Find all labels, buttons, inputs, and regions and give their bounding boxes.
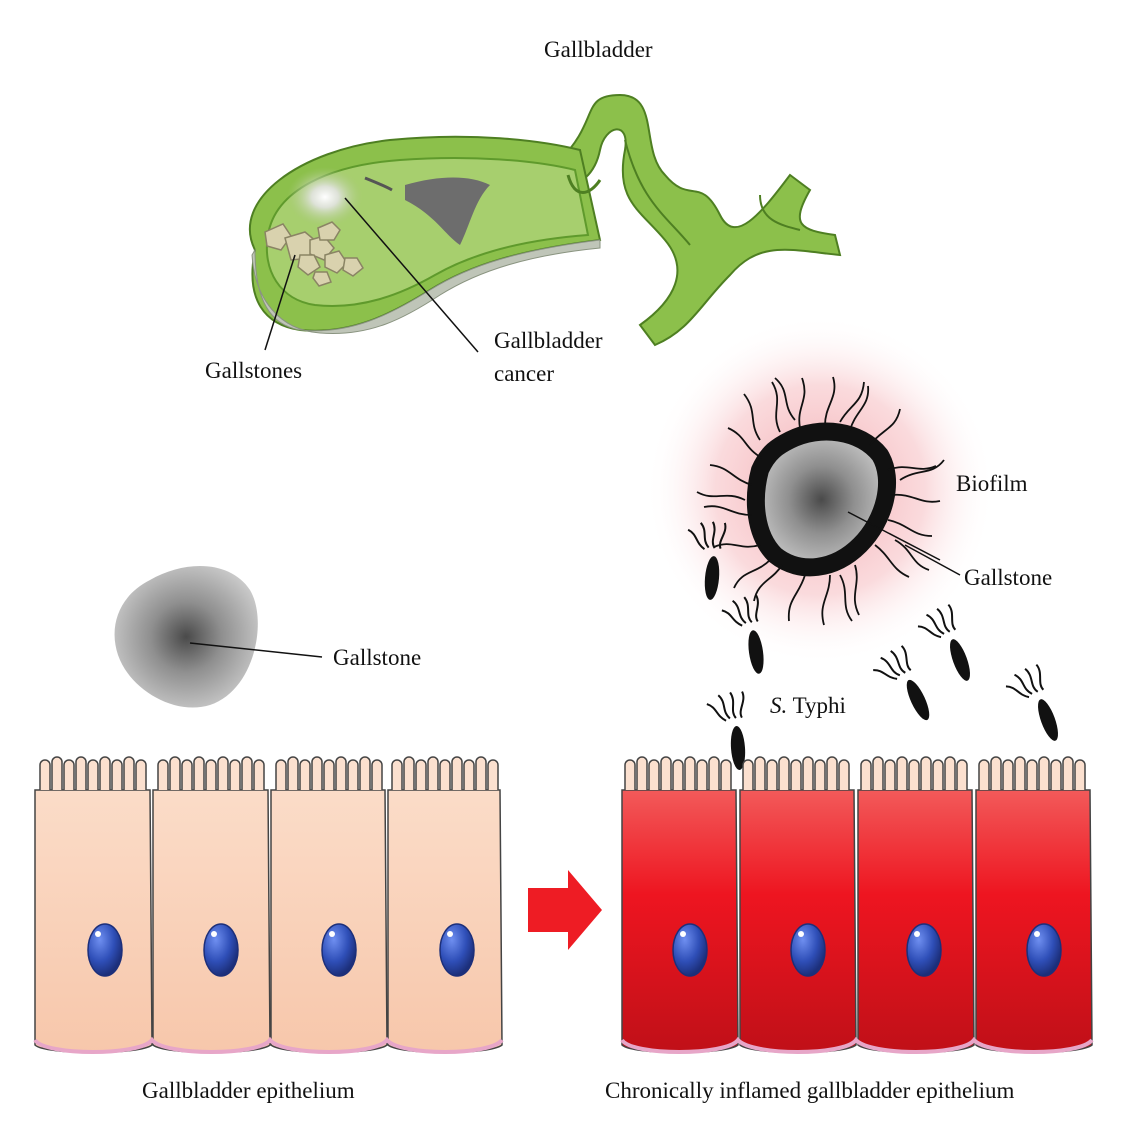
gallstone-left-label: Gallstone	[333, 645, 422, 670]
typhi-label: S. Typhi	[770, 690, 846, 723]
normal-epithelium-illustration	[33, 756, 504, 1054]
gallstones-cluster	[264, 221, 364, 287]
gallbladder-cancer-label: Gallbladder cancer	[494, 325, 603, 390]
gallbladder-cancer-line1: Gallbladder	[494, 328, 603, 353]
gallbladder-illustration	[248, 93, 842, 353]
biofilm-label: Biofilm	[956, 471, 1028, 496]
microvilli-inflamed	[624, 756, 1086, 791]
cancer-spot	[287, 167, 363, 227]
typhi-prefix: S.	[770, 693, 788, 718]
biofilm-illustration	[645, 315, 1065, 773]
gallbladder-title: Gallbladder	[544, 37, 653, 62]
typhi-name: Typhi	[792, 693, 846, 718]
gallbladder-cancer-line2: cancer	[494, 360, 554, 386]
epithelium-inflamed-label: Chronically inflamed gallbladder epithel…	[605, 1078, 1015, 1103]
gallstones-label: Gallstones	[205, 358, 303, 383]
epithelium-normal-label: Gallbladder epithelium	[142, 1078, 355, 1103]
nuclei-normal	[87, 923, 475, 977]
gallstone-left-illustration	[114, 566, 323, 708]
right-arrow-icon	[528, 870, 602, 950]
microvilli-normal	[39, 756, 499, 791]
nuclei-inflamed	[672, 923, 1062, 977]
inflamed-epithelium-illustration	[620, 756, 1094, 1054]
biofilm-flagella	[696, 376, 945, 626]
gallstone-biofilm-label: Gallstone	[964, 565, 1053, 590]
